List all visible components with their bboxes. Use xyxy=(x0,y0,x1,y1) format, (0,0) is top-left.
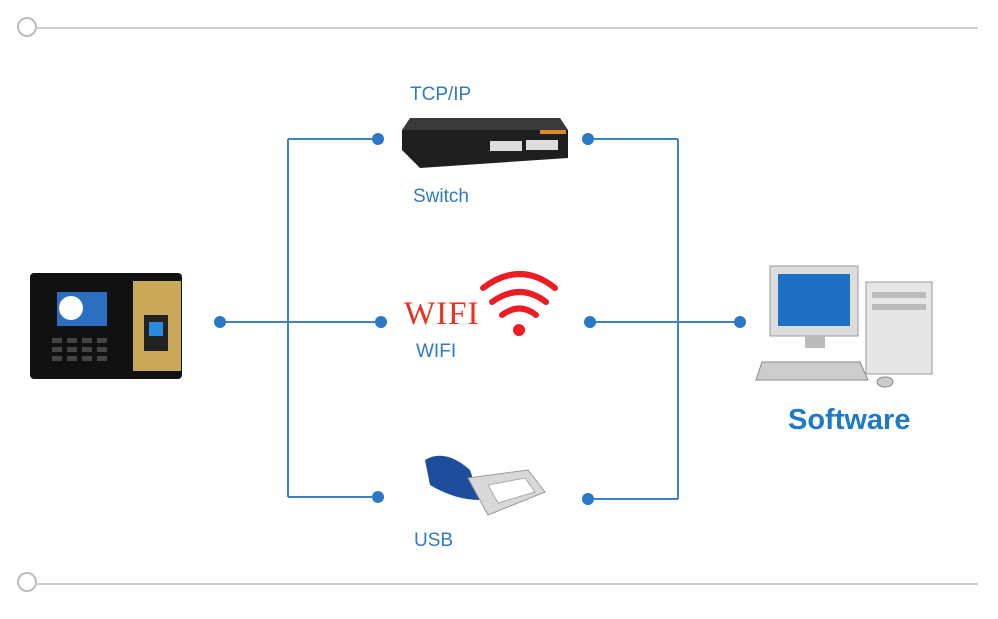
network-switch-image xyxy=(402,118,568,168)
wifi-signal-icon xyxy=(480,271,558,336)
computer-image xyxy=(755,265,933,388)
usb-cable-image xyxy=(425,455,546,516)
wifi-logo-text: WIFI xyxy=(404,296,480,332)
time-attendance-device-image xyxy=(30,273,182,379)
connection-dots xyxy=(214,133,746,505)
connection-lines xyxy=(220,138,740,500)
tcpip-label: TCP/IP xyxy=(410,84,472,105)
top-divider xyxy=(17,17,978,37)
usb-label: USB xyxy=(414,530,454,551)
bottom-divider xyxy=(17,572,978,592)
wifi-label: WIFI xyxy=(416,341,457,362)
switch-label: Switch xyxy=(413,186,469,207)
software-label: Software xyxy=(788,404,911,436)
